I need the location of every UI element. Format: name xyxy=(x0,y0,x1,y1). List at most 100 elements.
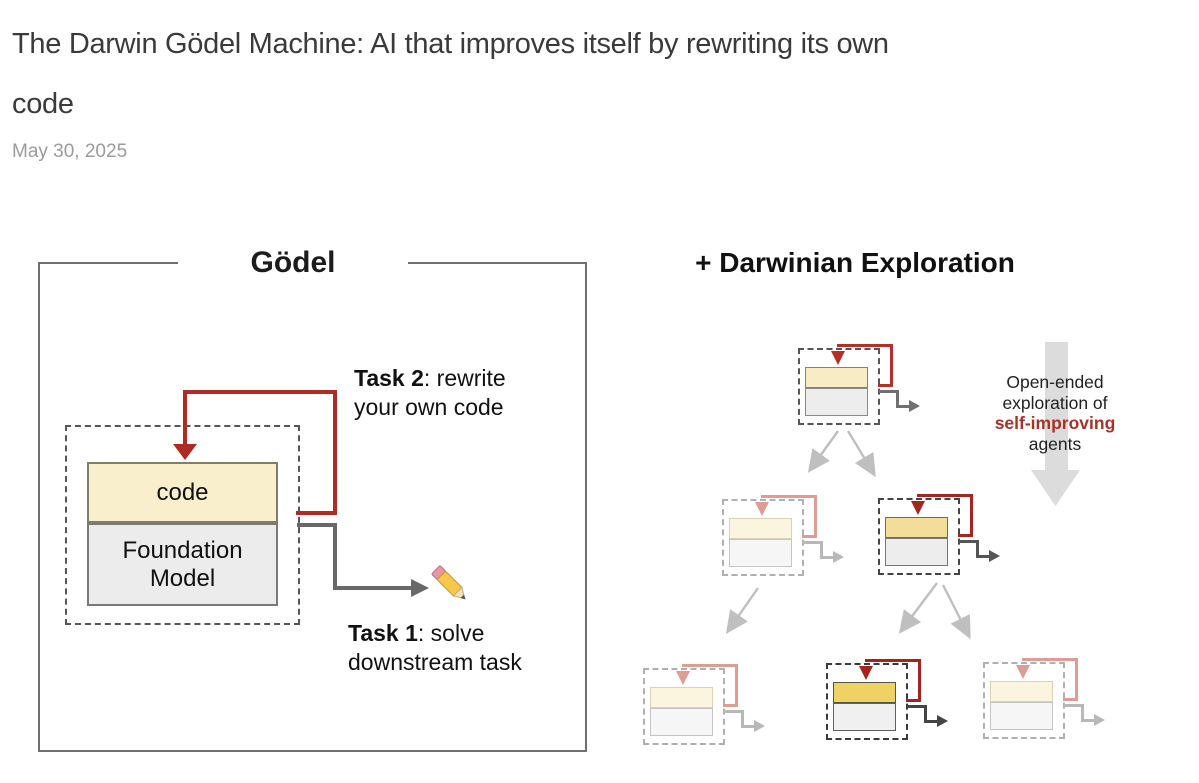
agent-node-loop-arrow xyxy=(1022,658,1078,661)
agent-node-code-box xyxy=(650,687,713,708)
agent-node-gen2-left xyxy=(643,664,765,745)
task2-label: Task 2: rewrite your own code xyxy=(354,364,506,422)
agent-node-loop-arrow xyxy=(1063,698,1078,701)
agent-node-loop-arrow xyxy=(723,704,738,707)
task2-label-rest: : rewrite xyxy=(423,365,506,391)
rewrite-loop-arrow xyxy=(296,511,337,515)
task1-arrow xyxy=(297,523,337,527)
agent-node-output-arrow xyxy=(924,720,939,723)
open-ended-arrowhead-icon xyxy=(1031,470,1080,506)
agent-node-code-box xyxy=(805,367,868,388)
agent-node-loop-arrowhead-icon xyxy=(676,671,690,685)
agent-node-gen2-middle xyxy=(826,659,948,740)
agent-node-output-arrow xyxy=(803,541,823,544)
agent-node-output-arrowhead-icon xyxy=(937,715,948,727)
rewrite-loop-arrow xyxy=(183,390,187,446)
darwin-panel-title: + Darwinian Exploration xyxy=(695,247,1015,278)
agent-node-loop-arrow xyxy=(958,534,973,537)
agent-node-output-arrow xyxy=(924,705,927,723)
agent-node-loop-arrow xyxy=(906,699,921,702)
agent-node-loop-arrow xyxy=(865,659,921,662)
agent-node-loop-arrow xyxy=(890,344,893,387)
agent-node-gen1-left xyxy=(722,495,844,576)
agent-node-code-box xyxy=(885,517,948,538)
agent-node-loop-arrow xyxy=(918,659,921,702)
agent-node-loop-arrowhead-icon xyxy=(1016,665,1030,679)
agent-node-loop-arrow xyxy=(802,535,817,538)
agent-node-output-arrow xyxy=(1064,704,1084,707)
pencil-icon xyxy=(431,565,466,600)
annotation-line1: Open-ended xyxy=(1006,372,1104,392)
code-box: code xyxy=(87,462,278,523)
agent-node-output-arrowhead-icon xyxy=(1094,714,1105,726)
agent-node-model-box xyxy=(805,388,868,416)
agent-node-output-arrowhead-icon xyxy=(833,551,844,563)
agent-node-gen2-right xyxy=(983,658,1105,739)
agent-node-output-arrow xyxy=(1081,719,1096,722)
agent-node-output-arrow xyxy=(976,540,979,558)
agent-node-model-box xyxy=(990,702,1053,730)
task1-label-rest: : solve xyxy=(417,620,485,646)
annotation-self-improving: self-improving xyxy=(994,413,1116,433)
foundation-model-box: Foundation Model xyxy=(87,523,278,606)
tree-edge xyxy=(725,587,759,634)
page-title-line2: code xyxy=(12,88,74,120)
foundation-model-label: Foundation Model xyxy=(122,536,243,592)
task1-arrow xyxy=(333,523,337,590)
agent-node-loop-arrow xyxy=(917,494,973,497)
agent-node-output-arrow xyxy=(907,705,927,708)
agent-node-output-arrow xyxy=(820,556,835,559)
agent-node-output-arrow xyxy=(741,710,744,728)
page-title: The Darwin Gödel Machine: AI that improv… xyxy=(12,14,1172,134)
task1-label-bold: Task 1 xyxy=(348,620,418,646)
agent-node-loop-arrow xyxy=(761,495,817,498)
agent-node-model-box xyxy=(885,538,948,566)
agent-node-loop-arrowhead-icon xyxy=(911,501,925,515)
task1-arrow xyxy=(333,586,413,590)
agent-node-output-arrowhead-icon xyxy=(989,550,1000,562)
agent-node-output-arrow xyxy=(879,390,899,393)
agent-node-model-box xyxy=(650,708,713,736)
agent-node-output-arrow xyxy=(959,540,979,543)
page-title-line1: The Darwin Gödel Machine: AI that improv… xyxy=(12,28,889,60)
agent-node-output-arrow xyxy=(1081,704,1084,722)
agent-node-code-box xyxy=(833,682,896,703)
post-date: May 30, 2025 xyxy=(12,141,128,162)
agent-node-model-box xyxy=(729,539,792,567)
agent-node-output-arrow xyxy=(976,555,991,558)
agent-node-output-arrow xyxy=(896,405,911,408)
rewrite-loop-arrow xyxy=(183,390,337,394)
agent-node-loop-arrow xyxy=(1075,658,1078,701)
agent-node-loop-arrow xyxy=(682,664,738,667)
agent-node-output-arrowhead-icon xyxy=(909,400,920,412)
tree-edge xyxy=(898,582,938,634)
godel-panel-title: Gödel xyxy=(178,242,408,284)
agent-node-loop-arrow xyxy=(837,344,893,347)
agent-node-output-arrowhead-icon xyxy=(754,720,765,732)
tree-edge xyxy=(846,430,876,478)
task1-label: Task 1: solve downstream task xyxy=(348,619,522,677)
agent-node-code-box xyxy=(990,681,1053,702)
agent-node-loop-arrow xyxy=(735,664,738,707)
agent-node-loop-arrowhead-icon xyxy=(859,666,873,680)
open-ended-annotation: Open-ended exploration of self-improving… xyxy=(979,372,1131,454)
agent-node-output-arrow xyxy=(820,541,823,559)
agent-node-output-arrow xyxy=(724,710,744,713)
agent-node-loop-arrowhead-icon xyxy=(831,351,845,365)
rewrite-loop-arrowhead-icon xyxy=(173,444,197,460)
annotation-line2: exploration of xyxy=(1002,392,1108,413)
task1-label-line2: downstream task xyxy=(348,649,522,675)
agent-node-gen1-right xyxy=(878,494,1000,575)
agent-node-loop-arrow xyxy=(878,384,893,387)
task1-arrowhead-icon xyxy=(411,579,429,597)
task2-label-bold: Task 2 xyxy=(354,365,424,391)
agent-node-loop-arrowhead-icon xyxy=(755,502,769,516)
agent-node-loop-arrow xyxy=(970,494,973,537)
task2-label-line2: your own code xyxy=(354,394,504,420)
godel-panel: Gödel code Foundation Model Task 2: rewr xyxy=(38,242,587,752)
agent-node-gen0 xyxy=(798,344,920,425)
rewrite-loop-arrow xyxy=(333,390,337,515)
agent-node-output-arrow xyxy=(741,725,756,728)
tree-edge xyxy=(807,430,839,473)
